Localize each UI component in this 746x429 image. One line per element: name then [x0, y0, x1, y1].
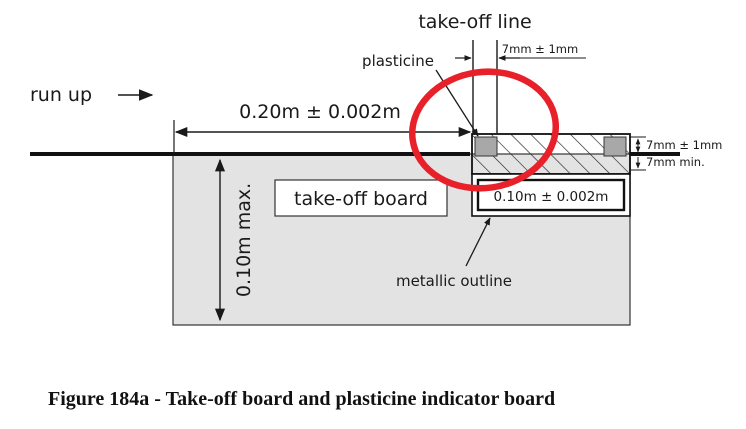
board-width-label: 0.20m ± 0.002m — [239, 101, 401, 123]
plasticine-width-label: 7mm ± 1mm — [502, 42, 578, 56]
highlight-ring — [408, 68, 560, 192]
takeoff-line-label: take-off line — [418, 11, 531, 33]
metallic-outline-label: metallic outline — [396, 272, 512, 290]
takeoff-board-label: take-off board — [294, 188, 428, 210]
plasticine-block-right — [603, 136, 627, 157]
plasticine-height-label: 7mm ± 1mm — [646, 138, 722, 152]
metallic-outline-pointer — [465, 217, 491, 267]
max-depth-label: 0.10m max. — [233, 183, 255, 297]
figure-caption: Figure 184a - Take-off board and plastic… — [48, 388, 556, 410]
plasticine-label: plasticine — [362, 52, 434, 70]
plasticine-block-left — [474, 136, 498, 157]
min-depth-label: 7mm min. — [646, 155, 705, 169]
indicator-width-label: 0.10m ± 0.002m — [494, 189, 609, 205]
run-up-label: run up — [30, 84, 92, 106]
takeoff-board-label-box — [274, 179, 448, 217]
